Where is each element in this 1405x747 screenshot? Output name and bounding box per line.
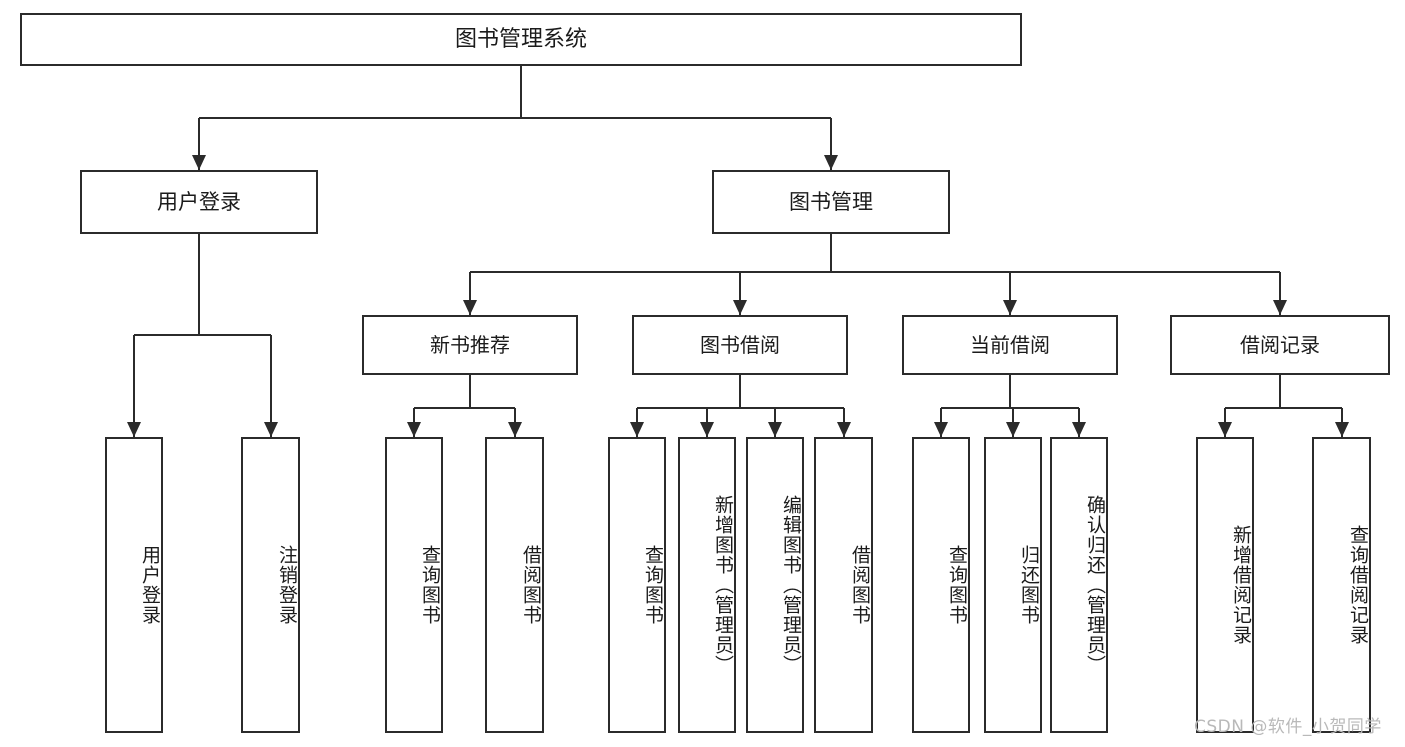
leaf-label: 新增借阅记录 [1230,525,1252,645]
leaf-add-book-admin[interactable]: 新增图书（管理员） [678,437,736,733]
node-label: 用户登录 [157,189,241,214]
connector-user-login-stem [198,234,200,335]
leaf-label: 注销登录 [276,545,298,625]
leaf-add-borrow-record[interactable]: 新增借阅记录 [1196,437,1254,733]
node-label: 当前借阅 [970,332,1050,357]
connector-drop-user-login-1 [269,335,272,437]
leaf-label: 编辑图书（管理员） [780,495,802,675]
connector-user-login-bus [134,334,271,336]
arrowhead-2-1 [1006,422,1020,437]
connector-book-management-stem [830,234,832,272]
node-borrow-record[interactable]: 借阅记录 [1170,315,1390,375]
leaf-label: 新增图书（管理员） [712,495,734,675]
leaf-user-login[interactable]: 用户登录 [105,437,163,733]
leaf-label: 查询图书 [946,545,968,625]
leaf-query-book-recommend[interactable]: 查询图书 [385,437,443,733]
leaf-label: 查询借阅记录 [1347,525,1369,645]
connector-stem-2 [1009,375,1011,408]
leaf-label: 查询图书 [419,545,441,625]
arrowhead-3-1 [1334,422,1349,437]
connector-root-stem [520,66,522,118]
connector-stem-1 [739,375,741,408]
connector-stem-0 [469,375,471,408]
connector-drop-level2-0 [469,272,471,315]
connector-drop-level1-0 [198,118,200,170]
leaf-borrow-book[interactable]: 借阅图书 [814,437,873,733]
arrowhead-0-0 [407,422,421,437]
node-book-borrow[interactable]: 图书借阅 [632,315,848,375]
node-current-borrow[interactable]: 当前借阅 [902,315,1118,375]
leaf-label: 借阅图书 [520,545,542,625]
node-label: 新书推荐 [430,332,510,357]
arrowhead-level1-1 [824,155,838,170]
leaf-query-book-borrow[interactable]: 查询图书 [608,437,666,733]
arrowhead-2-2 [1072,422,1086,437]
node-label: 图书管理 [789,189,873,214]
leaf-label: 查询图书 [642,545,664,625]
connector-drop-level1-1 [830,118,832,170]
arrowhead-user-login-1 [263,422,278,437]
connector-stem-3 [1279,375,1281,408]
leaf-query-borrow-record[interactable]: 查询借阅记录 [1312,437,1371,733]
leaf-label: 借阅图书 [849,545,871,625]
arrowhead-level2-0 [463,300,477,315]
node-book-management[interactable]: 图书管理 [712,170,950,234]
arrowhead-1-1 [700,422,714,437]
leaf-label: 用户登录 [139,545,161,625]
node-new-book-recommend[interactable]: 新书推荐 [362,315,578,375]
leaf-borrow-book-recommend[interactable]: 借阅图书 [485,437,544,733]
arrowhead-user-login-0 [127,422,141,437]
arrowhead-level2-1 [733,300,747,315]
connector-drop-level2-2 [1009,272,1011,315]
node-label: 图书借阅 [700,332,780,357]
connector-drop-level2-1 [739,272,741,315]
leaf-return-book[interactable]: 归还图书 [984,437,1042,733]
node-user-login[interactable]: 用户登录 [80,170,318,234]
arrowhead-1-0 [630,422,644,437]
leaf-logout-login[interactable]: 注销登录 [241,437,300,733]
connector-drop-user-login-0 [133,335,135,437]
connector-bus-3 [1225,407,1342,409]
leaf-edit-book-admin[interactable]: 编辑图书（管理员） [746,437,804,733]
csdn-watermark: CSDN @软件_小贺同学 [1194,717,1382,737]
connector-drop-level2-3 [1279,272,1281,315]
node-root-book-management-system[interactable]: 图书管理系统 [20,13,1022,66]
leaf-label: 归还图书 [1018,545,1040,625]
arrowhead-level2-3 [1273,300,1287,315]
arrowhead-1-3 [836,422,851,437]
arrowhead-0-1 [507,422,522,437]
arrowhead-3-0 [1218,422,1232,437]
connector-bus-2 [941,407,1079,409]
node-label: 借阅记录 [1240,332,1320,357]
arrowhead-level2-2 [1003,300,1017,315]
node-label: 图书管理系统 [454,26,587,52]
connector-bus-1 [637,407,844,409]
arrowhead-1-2 [768,422,782,437]
leaf-label: 确认归还（管理员） [1084,495,1106,675]
arrowhead-2-0 [934,422,948,437]
connector-level1-bus [199,117,831,119]
leaf-query-book-current[interactable]: 查询图书 [912,437,970,733]
arrowhead-level1-0 [192,155,206,170]
leaf-confirm-return-admin[interactable]: 确认归还（管理员） [1050,437,1108,733]
connector-bus-0 [414,407,515,409]
connector-level2-bus [470,271,1280,273]
